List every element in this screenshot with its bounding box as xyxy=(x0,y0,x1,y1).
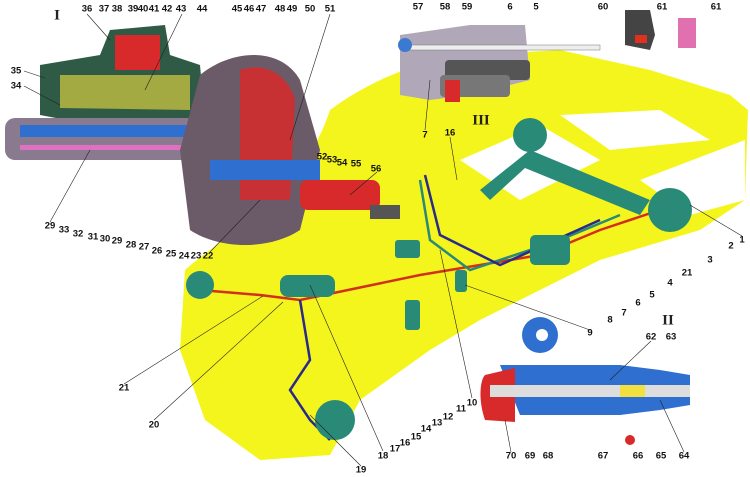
part-number-label: 62 xyxy=(645,331,657,343)
part-number-label: 11 xyxy=(455,403,467,415)
part-number-label: 21 xyxy=(681,267,693,279)
part-number-label: 5 xyxy=(533,1,539,13)
part-number-label: 59 xyxy=(461,1,473,13)
part-number-label: 64 xyxy=(678,450,690,462)
part-number-label: 68 xyxy=(542,450,554,462)
part-number-label: 32 xyxy=(72,228,84,240)
part-number-label: 42 xyxy=(161,3,173,15)
part-number-label: 17 xyxy=(389,443,401,455)
part-number-label: 33 xyxy=(58,224,70,236)
part-number-label: 34 xyxy=(10,80,22,92)
part-number-label: 58 xyxy=(439,1,451,13)
part-number-label: 44 xyxy=(196,3,208,15)
part-number-label: 28 xyxy=(125,239,137,251)
part-number-label: 39 xyxy=(127,3,139,15)
part-number-label: 7 xyxy=(621,307,627,319)
part-number-label: 67 xyxy=(597,450,609,462)
part-number-label: 35 xyxy=(10,65,22,77)
part-number-label: 50 xyxy=(304,3,316,15)
section-label: II xyxy=(662,312,674,329)
part-number-label: 43 xyxy=(175,3,187,15)
part-number-label: 26 xyxy=(151,245,163,257)
part-number-label: 3 xyxy=(707,254,713,266)
rear-brake-drum xyxy=(648,188,692,232)
part-number-label: 13 xyxy=(431,417,443,429)
detail-pressure-regulator xyxy=(398,10,696,102)
part-number-label: 7 xyxy=(422,129,428,141)
window-cutout xyxy=(560,110,710,150)
part-number-label: 47 xyxy=(255,3,267,15)
part-number-label: 66 xyxy=(632,450,644,462)
part-number-label: 48 xyxy=(274,3,286,15)
part-number-label: 57 xyxy=(412,1,424,13)
part-number-label: 45 xyxy=(231,3,243,15)
part-number-label: 31 xyxy=(87,231,99,243)
part-number-label: 27 xyxy=(138,241,150,253)
part-number-label: 6 xyxy=(507,1,513,13)
part-number-label: 25 xyxy=(165,248,177,260)
part-number-label: 14 xyxy=(420,423,432,435)
part-number-label: 20 xyxy=(148,419,160,431)
part-number-label: 60 xyxy=(597,1,609,13)
part-number-label: 15 xyxy=(410,431,422,443)
part-number-label: 52 xyxy=(316,151,328,163)
part-number-label: 51 xyxy=(324,3,336,15)
part-number-label: 18 xyxy=(377,450,389,462)
part-number-label: 1 xyxy=(739,234,745,246)
detail-wheel-cylinder xyxy=(480,317,690,445)
part-number-label: 29 xyxy=(111,235,123,247)
part-number-label: 40 xyxy=(137,3,149,15)
part-number-label: 9 xyxy=(587,327,593,339)
section-label: III xyxy=(472,112,490,129)
section-label: I xyxy=(54,7,60,24)
part-number-label: 61 xyxy=(656,1,668,13)
part-number-label: 10 xyxy=(466,397,478,409)
part-number-label: 70 xyxy=(505,450,517,462)
leader-lines xyxy=(23,13,743,467)
part-number-label: 24 xyxy=(178,250,190,262)
car-body-silhouette xyxy=(180,50,748,460)
part-number-label: 22 xyxy=(202,250,214,262)
part-number-label: 16 xyxy=(399,437,411,449)
part-number-label: 53 xyxy=(326,154,338,166)
part-number-label: 46 xyxy=(243,3,255,15)
part-number-label: 69 xyxy=(524,450,536,462)
part-number-label: 30 xyxy=(99,233,111,245)
part-number-label: 63 xyxy=(665,331,677,343)
part-number-label: 19 xyxy=(355,464,367,476)
part-number-label: 21 xyxy=(118,382,130,394)
part-number-label: 5 xyxy=(649,289,655,301)
part-number-label: 8 xyxy=(607,314,613,326)
part-number-label: 54 xyxy=(336,157,348,169)
pressure-regulator xyxy=(530,235,570,265)
part-number-label: 55 xyxy=(350,158,362,170)
part-number-label: 38 xyxy=(111,3,123,15)
part-number-label: 65 xyxy=(655,450,667,462)
rear-axle xyxy=(480,118,692,265)
part-number-label: 56 xyxy=(370,163,382,175)
part-number-label: 29 xyxy=(44,220,56,232)
part-number-label: 37 xyxy=(98,3,110,15)
part-number-label: 12 xyxy=(442,411,454,423)
part-number-label: 6 xyxy=(635,297,641,309)
part-number-label: 2 xyxy=(728,240,734,252)
part-number-label: 16 xyxy=(444,127,456,139)
part-number-label: 36 xyxy=(81,3,93,15)
part-number-label: 49 xyxy=(286,3,298,15)
part-number-label: 61 xyxy=(710,1,722,13)
part-number-label: 41 xyxy=(148,3,160,15)
part-number-label: 23 xyxy=(190,250,202,262)
part-number-label: 4 xyxy=(667,277,673,289)
detail-master-cylinder-booster xyxy=(5,25,400,245)
